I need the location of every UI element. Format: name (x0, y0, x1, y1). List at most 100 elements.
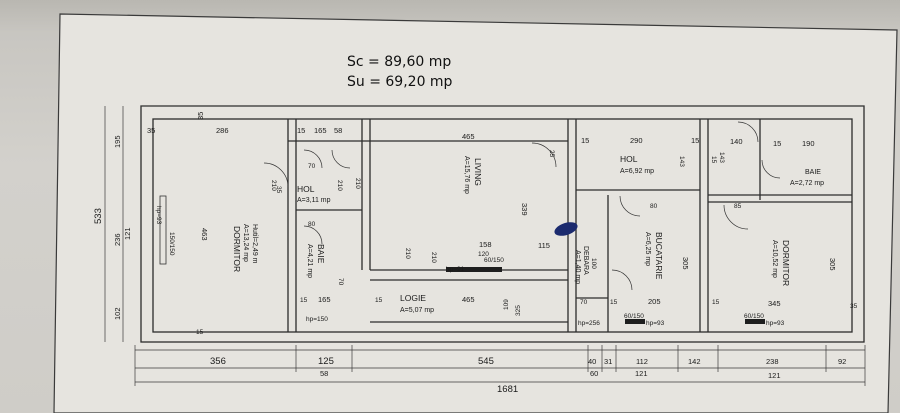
label-dims-left-3: 121 (123, 227, 132, 240)
label-dims-inner-13: 80 (650, 203, 658, 210)
label-rooms-dormitor2-name: DORMITOR (781, 240, 791, 286)
room-baie-2: BAIE A=2,72 mp (790, 169, 824, 187)
label-dims-inner-5: 210 (354, 178, 361, 189)
ink-mark (554, 222, 578, 236)
label-dims-inner-6: 80 (308, 221, 316, 228)
label-rooms-debara-name: DEBARA (582, 246, 589, 275)
label-dims-top-6: 465 (462, 132, 475, 141)
inner-dimensions: 463 210 70 35 210 210 80 339 115 158 120… (196, 150, 858, 336)
label-dims-left-4: 102 (113, 307, 122, 320)
label-dims-top-5: 58 (334, 126, 342, 135)
paper-sheet (53, 13, 898, 413)
label-dims-inner-4: 210 (336, 180, 343, 191)
label-dims-bottom1-2: 545 (478, 356, 494, 367)
label-dims-inner-24: 15 (375, 297, 383, 304)
label-dims-inner-30: 345 (768, 299, 781, 308)
label-dims-top-9: 15 (691, 136, 699, 145)
label-dims-top-12: 190 (802, 139, 815, 148)
label-dims-inner-1: 210 (270, 180, 277, 191)
label-dims-left-0: 195 (113, 135, 122, 148)
label-rooms-baie2-name: BAIE (805, 169, 821, 176)
label-dims-inner-22: 70 (580, 299, 588, 306)
label-dims-inner-0: 463 (200, 228, 209, 241)
label-dims-inner-8: 115 (538, 241, 550, 250)
left-dimensions: 195 533 236 121 102 (93, 135, 132, 320)
room-hol-2: HOL A=6,92 mp (620, 154, 654, 175)
label-dims-bottom1-4: 31 (604, 357, 612, 366)
label-dims-top-8: 290 (630, 136, 643, 145)
label-dims-inner-17: 143 (718, 152, 725, 163)
label-dims-bottom2-2: 121 (635, 369, 648, 378)
label-rooms-living-name: LIVING (473, 158, 483, 186)
label-rooms-dormitor1-height: Hutil=2,49 m (251, 224, 258, 264)
window-marks (159, 195, 765, 324)
room-living: LIVING A=15,76 mp (463, 156, 483, 194)
label-dims-hp-4: hp=93 (766, 320, 785, 327)
label-dims-inner-9: 158 (479, 240, 492, 249)
label-dims-inner-31: 35 (850, 303, 858, 310)
label-rooms-hol2-area: A=6,92 mp (620, 168, 654, 175)
label-dims-hp-3: hp=93 (646, 320, 665, 327)
label-dims-inner-16: 15 (710, 156, 717, 164)
label-dims-hp-2: hp=256 (578, 320, 600, 327)
label-dims-inner-25: 15 (610, 299, 618, 306)
label-dims-inner-18: 85 (734, 203, 742, 210)
label-dims-bottom2-1: 60 (590, 369, 598, 378)
total-usable-area: Su = 69,20 mp (347, 74, 453, 90)
label-dims-bottom1-1: 125 (318, 356, 334, 367)
label-rooms-dormitor1-area: A=13,24 mp (242, 224, 249, 262)
label-dims-top-11: 15 (773, 139, 781, 148)
label-dims-bottom1-7: 238 (766, 357, 779, 366)
label-dims-hp-5: hp=93 (155, 206, 162, 225)
label-rooms-logie-area: A=5,07 mp (400, 307, 434, 314)
label-rooms-baie1-name: BAIE (316, 244, 326, 264)
label-dims-top-10: 140 (730, 137, 743, 146)
label-rooms-hol2-name: HOL (620, 154, 638, 164)
label-rooms-dormitor2-area: A=10,52 mp (771, 240, 778, 278)
label-dims-left-1: 533 (93, 208, 104, 224)
label-dims-inner-15: 143 (678, 156, 685, 167)
label-dims-top-4: 165 (314, 126, 327, 135)
label-dims-left-2: 236 (113, 233, 122, 246)
label-rooms-dormitor1-name: DORMITOR (232, 226, 242, 272)
label-dims-win-2: 60/150 (624, 313, 644, 320)
room-hol-1: HOL A=3,11 mp (297, 184, 331, 204)
label-dims-inner-28: 465 (462, 295, 475, 304)
label-dims-inner-33: 109 (503, 299, 510, 310)
label-dims-win-3: 60/150 (744, 313, 764, 320)
label-dims-inner-20: 305 (828, 258, 837, 271)
label-rooms-baie2-area: A=2,72 mp (790, 180, 824, 187)
door-swings (263, 121, 781, 291)
total-built-area: Sc = 89,60 mp (347, 54, 451, 70)
label-dims-top-0: 35 (147, 126, 155, 135)
total-length: 1681 (497, 384, 518, 395)
label-rooms-debara-area: A=1,40 mp (574, 250, 581, 284)
dimension-lines (104, 105, 866, 386)
label-dims-inner-2: 70 (308, 163, 316, 170)
label-dims-inner-7: 339 (520, 203, 529, 216)
label-dims-top-2: 35 (196, 112, 205, 120)
room-debara: DEBARA A=1,40 mp (574, 246, 589, 284)
label-dims-bottom1-6: 142 (688, 357, 701, 366)
label-dims-top-3: 15 (297, 126, 305, 135)
label-rooms-living-area: A=15,76 mp (463, 156, 470, 194)
label-rooms-logie-name: LOGIE (400, 293, 426, 303)
label-dims-top-7: 15 (581, 136, 589, 145)
room-dormitor-2: DORMITOR A=10,52 mp (771, 240, 791, 286)
walls (140, 105, 865, 343)
label-rooms-bucatarie-area: A=6,25 mp (644, 232, 651, 266)
label-dims-bottom2-3: 121 (768, 371, 781, 380)
label-dims-inner-27: 165 (318, 295, 331, 304)
label-dims-inner-21: 210 (404, 248, 411, 259)
label-dims-bottom1-8: 92 (838, 357, 846, 366)
height-labels: hp=91 hp=150 hp=256 hp=93 hp=93 hp=93 60… (155, 206, 785, 327)
label-dims-inner-23: 15 (300, 297, 308, 304)
room-logie: LOGIE A=5,07 mp (400, 293, 434, 314)
room-baie-1: BAIE A=4,21 mp (306, 244, 326, 278)
room-dormitor-1: DORMITOR A=13,24 mp Hutil=2,49 m (232, 224, 258, 272)
label-rooms-baie1-area: A=4,21 mp (306, 244, 313, 278)
label-dims-inner-11: 210 (430, 252, 437, 263)
label-dims-hp-0: hp=91 (446, 266, 465, 273)
label-rooms-bucatarie-name: BUCATARIE (654, 232, 664, 280)
